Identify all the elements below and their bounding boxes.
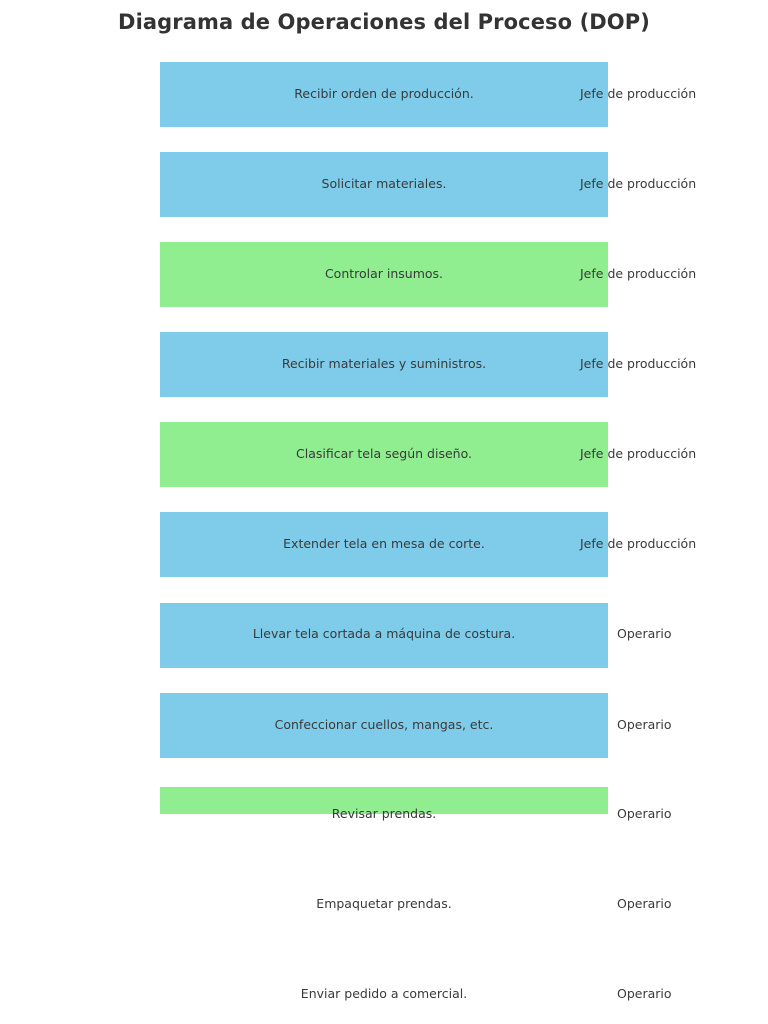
responsible-label: Jefe de producción bbox=[580, 86, 697, 101]
responsible-label: Jefe de producción bbox=[580, 356, 697, 371]
page-title: Diagrama de Operaciones del Proceso (DOP… bbox=[118, 10, 650, 34]
operation-bar bbox=[160, 693, 608, 758]
responsible-label: Operario bbox=[617, 806, 672, 821]
operation-bar bbox=[160, 512, 608, 577]
operation-bar bbox=[160, 152, 608, 217]
inspection-bar bbox=[160, 242, 608, 307]
responsible-label: Operario bbox=[617, 986, 672, 1001]
responsible-label: Operario bbox=[617, 896, 672, 911]
responsible-label: Operario bbox=[617, 717, 672, 732]
responsible-label: Jefe de producción bbox=[580, 446, 697, 461]
responsible-label: Jefe de producción bbox=[580, 536, 697, 551]
responsible-label: Jefe de producción bbox=[580, 266, 697, 281]
inspection-bar bbox=[160, 422, 608, 487]
operation-bar bbox=[160, 603, 608, 668]
operation-bar bbox=[160, 62, 608, 127]
operation-bar bbox=[160, 332, 608, 397]
responsible-label: Operario bbox=[617, 626, 672, 641]
responsible-label: Jefe de producción bbox=[580, 176, 697, 191]
inspection-bar bbox=[160, 787, 608, 814]
